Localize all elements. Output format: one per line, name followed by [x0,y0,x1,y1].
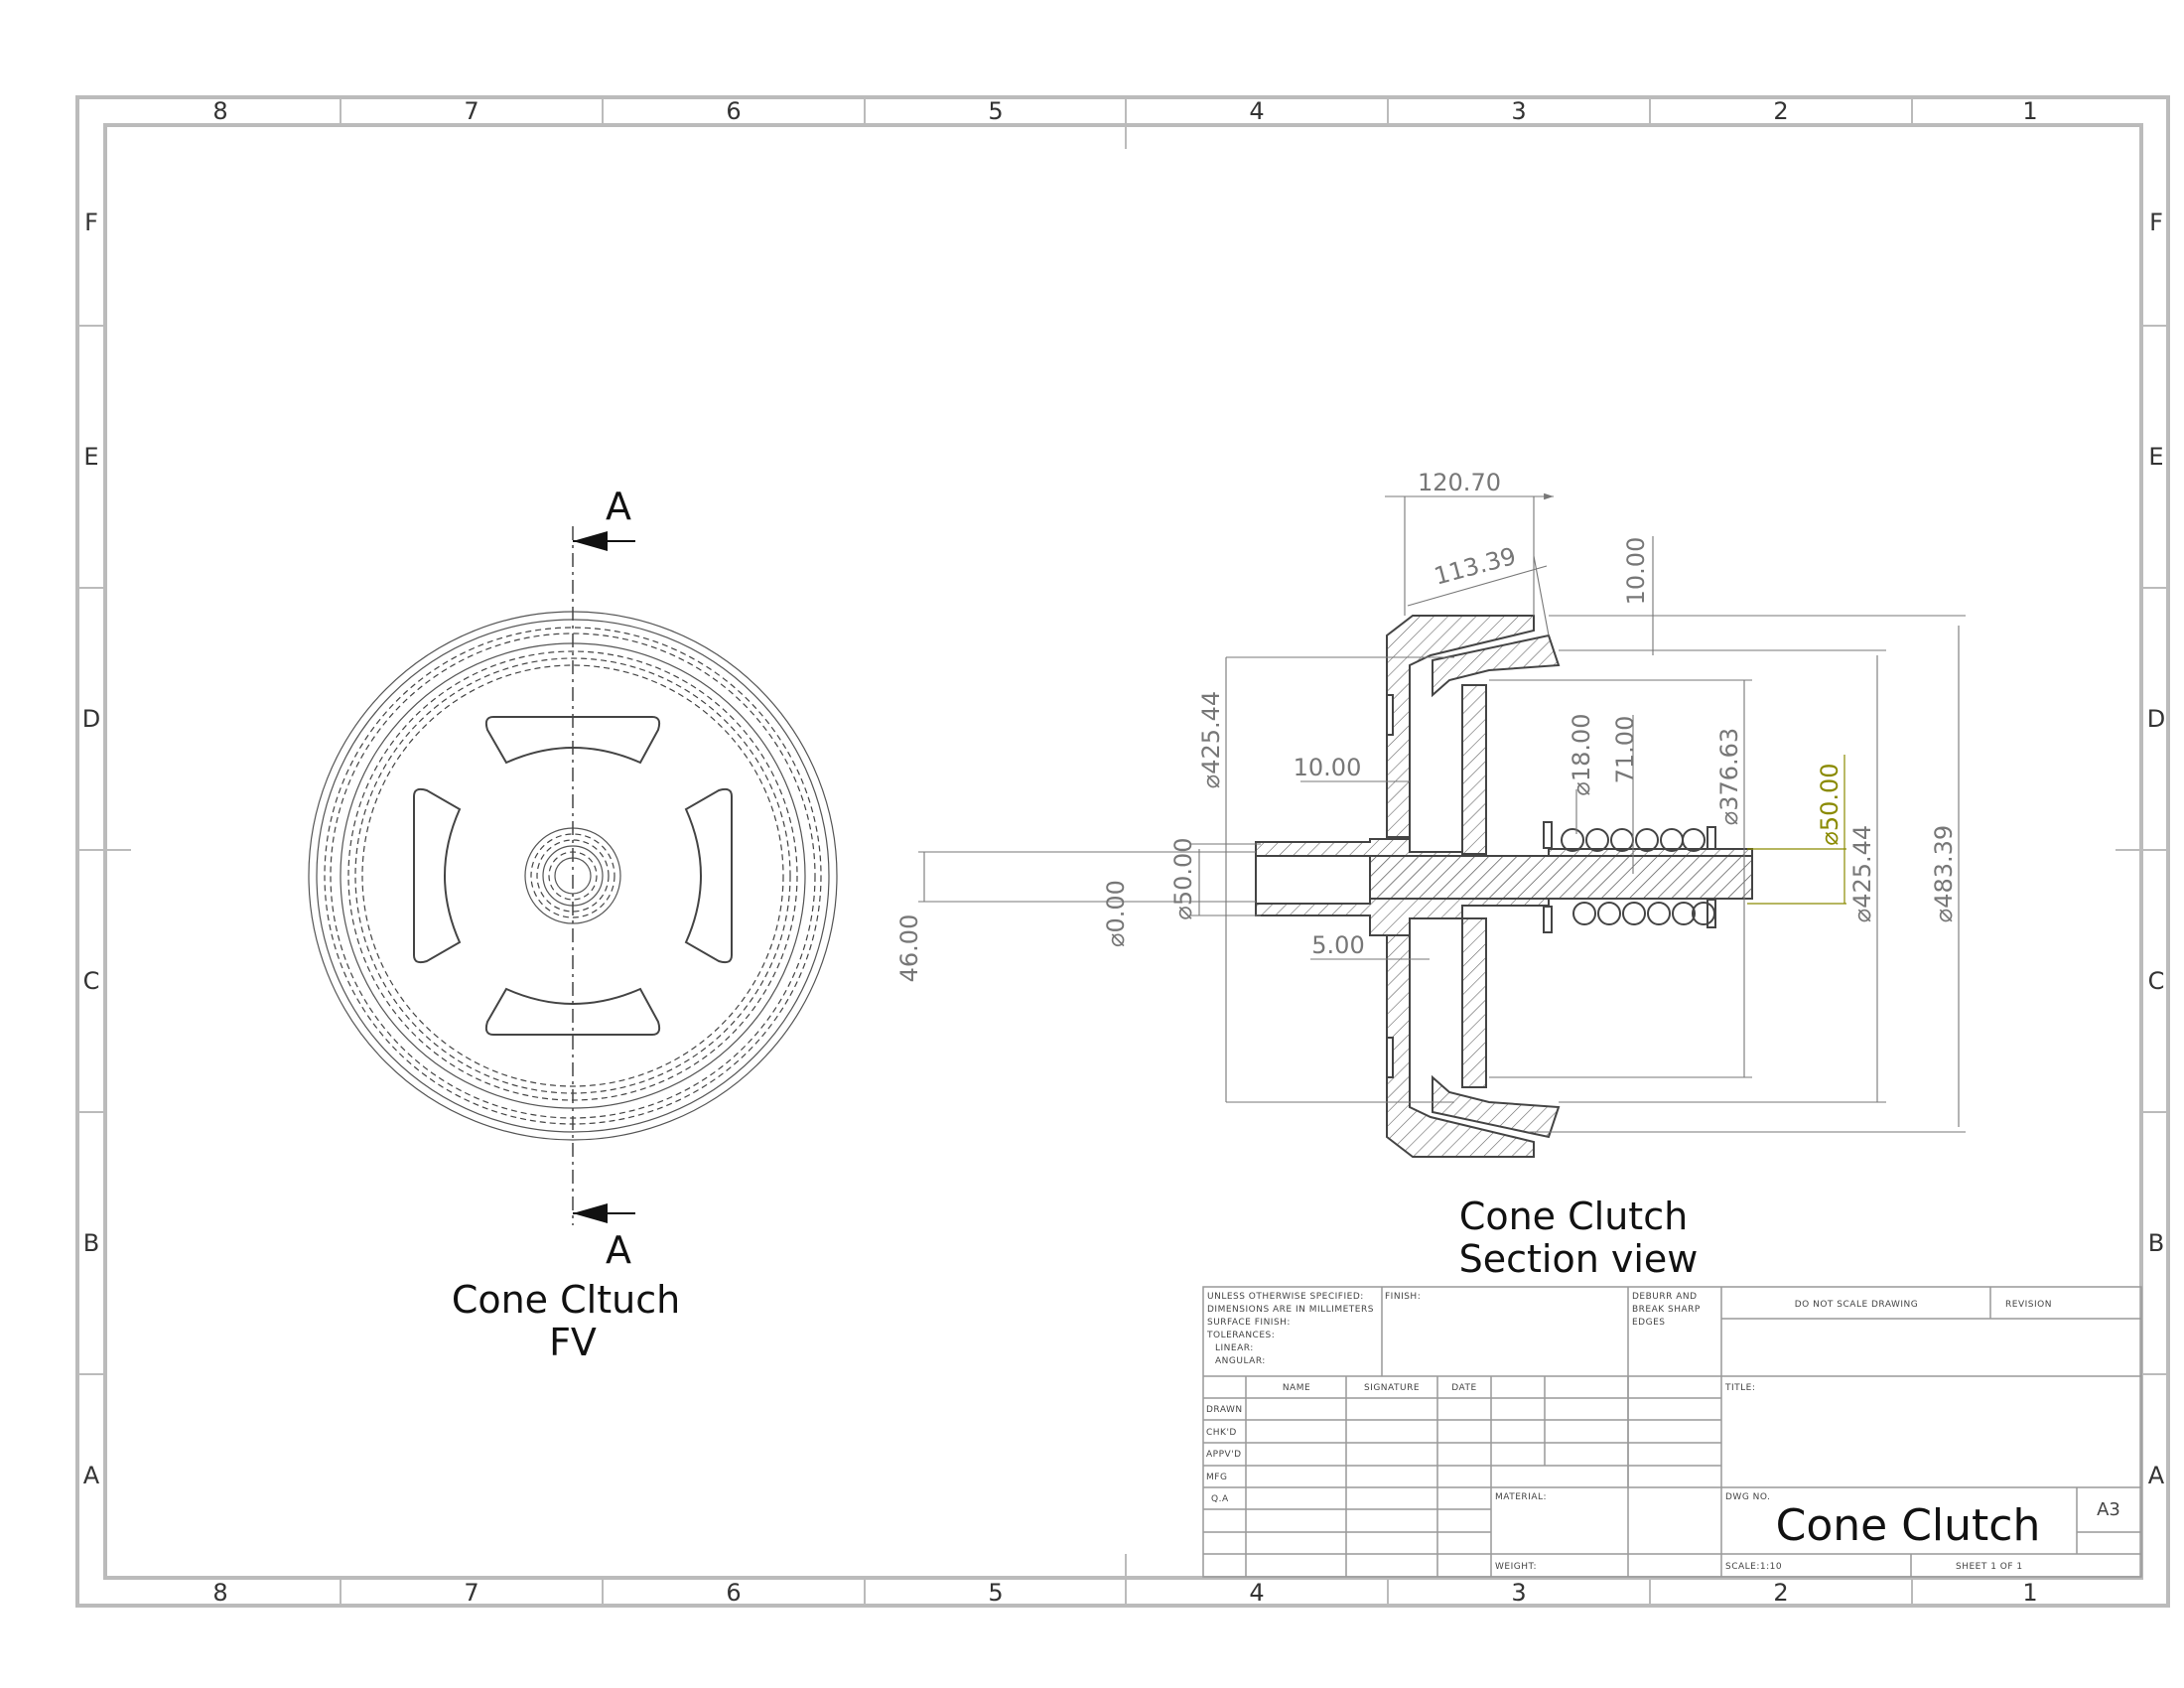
row-label-d: D [82,705,100,733]
spring-coils [1561,828,1715,925]
highlight-dimension-lines [1747,755,1846,905]
section-view-body [1255,615,1753,1158]
section-view: 120.70 113.39 10.00 ⌀425.44 10.00 ⌀18.00… [895,469,1966,1281]
row-label-e: E [83,443,98,471]
section-marker-bottom: A [606,1228,631,1272]
row-label-b: B [83,1229,99,1257]
col-label-2: 2 [1773,97,1788,125]
col-label-7: 7 [464,97,478,125]
col-label-7-bottom: 7 [464,1579,478,1607]
dim-5: 5.00 [1311,931,1364,959]
row-label-a-right: A [2148,1462,2165,1489]
tb-row-mfg: MFG [1206,1473,1227,1482]
col-label-4: 4 [1249,97,1264,125]
tb-size: A3 [2097,1499,2120,1520]
front-view-windows [413,716,733,1036]
row-label-c-right: C [2148,967,2165,995]
front-view-caption-line1: Cone Cltuch [452,1278,680,1322]
row-label-a: A [83,1462,100,1489]
tb-header-signature: SIGNATURE [1364,1383,1420,1393]
dim-10-top: 10.00 [1622,537,1650,606]
tb-row-appvd: APPV'D [1206,1450,1242,1460]
tb-note-1: UNLESS OTHERWISE SPECIFIED: [1207,1292,1364,1302]
col-label-4-bottom: 4 [1249,1579,1264,1607]
title-block: UNLESS OTHERWISE SPECIFIED: DIMENSIONS A… [1202,1286,2142,1578]
tb-note-4: TOLERANCES: [1206,1331,1275,1340]
col-label-5: 5 [988,97,1003,125]
dim-50-left: ⌀50.00 [1169,837,1197,919]
row-label-b-right: B [2148,1229,2164,1257]
dim-10-mid: 10.00 [1294,754,1362,781]
tb-weight: WEIGHT: [1495,1562,1537,1572]
tb-deburr-1: DEBURR AND [1632,1292,1698,1302]
tb-drawing-title: Cone Clutch [1776,1500,2041,1551]
tb-do-not-scale: DO NOT SCALE DRAWING [1795,1300,1919,1310]
row-label-d-right: D [2147,705,2165,733]
front-view-caption-line2: FV [549,1321,597,1364]
tb-header-name: NAME [1283,1383,1310,1393]
col-label-3: 3 [1511,97,1526,125]
col-label-5-bottom: 5 [988,1579,1003,1607]
tb-row-chkd: CHK'D [1206,1428,1237,1438]
section-marker-top: A [606,485,631,528]
dim-18: ⌀18.00 [1568,713,1595,795]
dim-425-44-right: ⌀425.44 [1848,825,1876,922]
dim-120-70: 120.70 [1418,469,1501,496]
row-label-f-right: F [2149,209,2163,236]
col-label-6-bottom: 6 [726,1579,741,1607]
col-label-1: 1 [2022,97,2037,125]
col-label-1-bottom: 1 [2022,1579,2037,1607]
tb-material: MATERIAL: [1495,1492,1547,1502]
tb-note-6: ANGULAR: [1215,1356,1266,1366]
tb-sheet: SHEET 1 OF 1 [1956,1562,2023,1572]
dim-425-44-left: ⌀425.44 [1197,691,1225,788]
dim-0: ⌀0.00 [1102,880,1130,947]
row-label-e-right: E [2148,443,2163,471]
dim-376-63: ⌀376.63 [1715,728,1743,825]
row-label-c: C [83,967,100,995]
tb-note-2: DIMENSIONS ARE IN MILLIMETERS [1207,1305,1374,1315]
dim-46: 46.00 [895,914,923,983]
tb-revision: REVISION [2005,1300,2052,1310]
tb-row-qa: Q.A [1211,1494,1229,1504]
tb-note-5: LINEAR: [1215,1343,1254,1353]
tb-note-3: SURFACE FINISH: [1207,1318,1291,1328]
sheet-border: 8 7 6 5 4 3 2 1 8 7 6 5 4 3 2 1 F E D C … [75,95,2170,1608]
section-view-caption-line2: Section view [1459,1237,1699,1281]
dimension-lines [918,492,1966,1133]
tb-title-label: TITLE: [1724,1383,1755,1393]
col-label-8: 8 [212,97,227,125]
tb-header-date: DATE [1451,1383,1476,1393]
tb-row-drawn: DRAWN [1206,1405,1243,1415]
tb-dwg-no: DWG NO. [1725,1492,1770,1502]
section-arrow-bottom-icon [573,1203,608,1223]
row-label-f: F [84,209,98,236]
front-view: A A Cone Cltuch FV [308,485,838,1364]
dim-113-39: 113.39 [1432,542,1519,591]
col-label-6: 6 [726,97,741,125]
dim-50-green: ⌀50.00 [1816,763,1843,845]
tb-scale: SCALE:1:10 [1725,1562,1782,1572]
col-label-8-bottom: 8 [212,1579,227,1607]
section-view-caption-line1: Cone Clutch [1459,1195,1688,1238]
section-arrow-top-icon [573,531,608,551]
dim-483-39: ⌀483.39 [1930,825,1958,922]
col-label-2-bottom: 2 [1773,1579,1788,1607]
tb-deburr-2: BREAK SHARP [1632,1305,1701,1315]
tb-deburr-3: EDGES [1632,1318,1666,1328]
tb-finish: FINISH: [1385,1292,1421,1302]
col-label-3-bottom: 3 [1511,1579,1526,1607]
dim-71: 71.00 [1611,716,1639,784]
